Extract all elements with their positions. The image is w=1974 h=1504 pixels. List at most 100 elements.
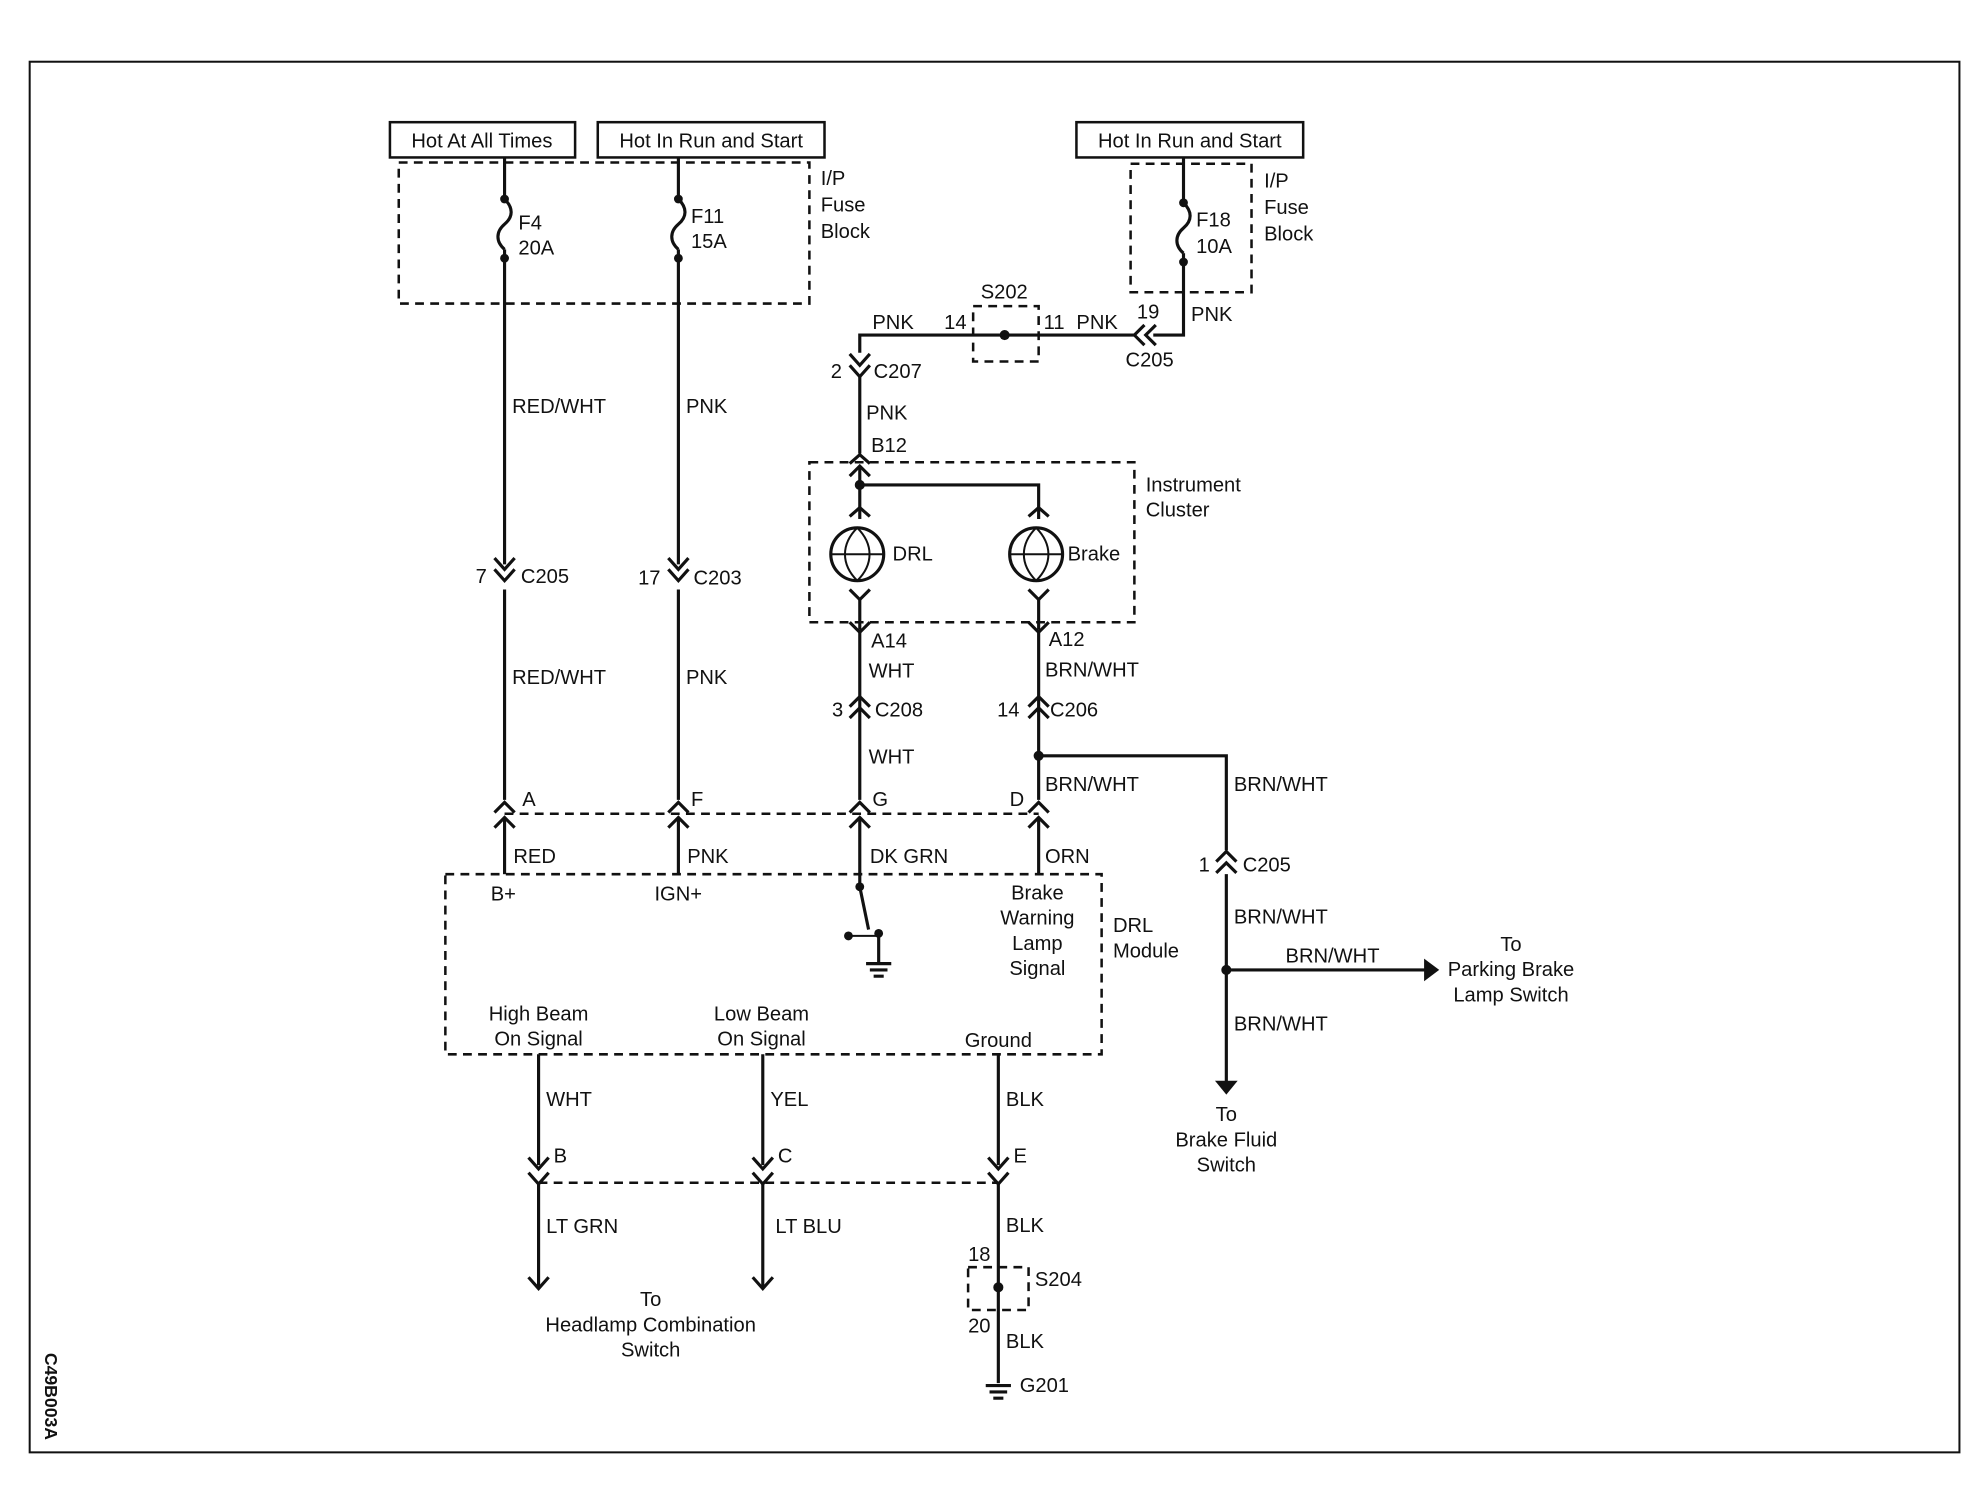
wire-pnk-s202-left: [858, 333, 1005, 353]
wire-pnk-module-label: PNK: [687, 846, 729, 868]
module-brake-label-3: Lamp: [1012, 933, 1062, 955]
pin-c-label: C: [778, 1146, 793, 1168]
ground-icon-internal: [866, 962, 892, 978]
figure-code: C49B003A: [41, 1353, 61, 1440]
connector-c207: [848, 352, 872, 379]
wire-wht-label-upper: WHT: [869, 661, 915, 683]
wire-red-wht-label-lower: RED/WHT: [512, 667, 606, 689]
wire-lt-grn-label: LT GRN: [546, 1216, 618, 1238]
module-low-beam-label-1: Low Beam: [714, 1003, 809, 1025]
pin-11: 11: [1044, 312, 1065, 334]
brake-fluid-label-1: To: [1216, 1104, 1237, 1126]
fuse-f4-rating: 20A: [518, 237, 554, 259]
instrument-cluster-label-1: Instrument: [1146, 474, 1242, 496]
fuse-block-right-label-3: Block: [1264, 224, 1314, 246]
fuse-block-right: [1129, 162, 1253, 294]
wire-blk-label-lower: BLK: [1006, 1331, 1045, 1353]
pin-f-label: F: [691, 789, 703, 811]
parking-brake-label-2: Parking Brake: [1448, 959, 1574, 981]
connector-c208-label: C208: [875, 700, 923, 722]
connector-c205-right: [1215, 849, 1238, 875]
fuse-block-left: [397, 161, 811, 305]
wire-lt-blu-label: LT BLU: [775, 1216, 841, 1238]
header-hot-run-start-left: Hot In Run and Start: [596, 120, 826, 159]
connector-c205-left: [493, 556, 516, 584]
wire-brn-wht-branch: [1038, 754, 1228, 1084]
wire-pnk-f11-label-lower: PNK: [686, 667, 728, 689]
connector-c205-top-label: C205: [1126, 350, 1174, 372]
fuse-f18-rating: 10A: [1196, 236, 1232, 258]
splice-s204-label: S204: [1035, 1269, 1082, 1291]
pin-a: [493, 800, 516, 829]
header-hot-run-start-left-text: Hot In Run and Start: [619, 130, 803, 152]
connector-c203-label: C203: [694, 567, 742, 589]
fuse-f11: [670, 157, 687, 263]
wire-dk-grn-label: DK GRN: [870, 846, 948, 868]
pin-18: 18: [968, 1244, 990, 1266]
wire-pnk-f11-label-upper: PNK: [686, 396, 728, 418]
pin-19: 19: [1137, 302, 1159, 324]
module-high-beam-label-2: On Signal: [494, 1028, 582, 1050]
parking-brake-label-1: To: [1500, 934, 1521, 956]
fuse-f11-rating: 15A: [691, 231, 727, 253]
fuse-f4-label: F4: [518, 212, 542, 234]
pin-d: [1027, 800, 1050, 829]
pin-d-label: D: [1010, 789, 1025, 811]
wire-wht-output-label: WHT: [546, 1089, 592, 1111]
drl-module: [444, 872, 1103, 1056]
header-hot-run-start-right-text: Hot In Run and Start: [1098, 130, 1282, 152]
header-hot-all-times-text: Hot At All Times: [411, 130, 552, 152]
module-bplus-label: B+: [491, 884, 516, 906]
connector-c206: [1027, 694, 1050, 720]
wire-pnk-f18-label: PNK: [1191, 304, 1233, 326]
module-brake-label-4: Signal: [1009, 958, 1065, 980]
brake-fluid-label-2: Brake Fluid: [1175, 1129, 1277, 1151]
wire-brn-wht-label-fluid: BRN/WHT: [1234, 1013, 1328, 1035]
wire-pnk-f18: [1153, 262, 1186, 337]
pin-b-label: B: [554, 1146, 567, 1168]
connector-c203: [667, 556, 690, 584]
module-brake-label-1: Brake: [1011, 882, 1064, 904]
splice-s202-label: S202: [981, 282, 1028, 304]
headlamp-label-3: Switch: [621, 1340, 680, 1362]
module-low-beam-label-2: On Signal: [717, 1028, 805, 1050]
header-hot-all-times: Hot At All Times: [388, 120, 577, 159]
connector-c207-label: C207: [874, 361, 922, 383]
pin-e-label: E: [1013, 1146, 1026, 1168]
wire-brn-wht-branch-label: BRN/WHT: [1234, 774, 1328, 796]
wire-brn-wht-label-parking: BRN/WHT: [1286, 945, 1380, 967]
pin-3: 3: [832, 700, 843, 722]
connector-c206-label: C206: [1050, 700, 1098, 722]
pin-20: 20: [968, 1316, 990, 1338]
pin-g: [848, 800, 871, 829]
splice-s204: [966, 1265, 1030, 1312]
ground-icon-g201: [985, 1384, 1011, 1400]
wire-red-wht-label-upper: RED/WHT: [512, 396, 606, 418]
wire-blk-output-label: BLK: [1006, 1089, 1045, 1111]
brake-lamp-icon: [1008, 526, 1065, 583]
wire-pnk-s202-right-label: PNK: [1076, 312, 1118, 334]
fuse-block-left-label-2: Fuse: [821, 195, 866, 217]
arrow-parking-brake: [1424, 958, 1440, 982]
drl-module-label-2: Module: [1113, 940, 1179, 962]
brake-fluid-label-3: Switch: [1197, 1154, 1256, 1176]
connector-c205-top: [1132, 323, 1157, 347]
fuse-block-left-label-3: Block: [821, 221, 871, 243]
ground-g201-label: G201: [1020, 1375, 1069, 1397]
fuse-block-left-label-1: I/P: [821, 168, 846, 190]
pin-f: [667, 800, 690, 829]
pin-14-c206: 14: [997, 700, 1019, 722]
headlamp-label-2: Headlamp Combination: [545, 1314, 755, 1336]
headlamp-label-1: To: [640, 1289, 661, 1311]
wire-pnk-s202-left-label: PNK: [872, 312, 914, 334]
diagram-border: [28, 60, 1961, 1454]
fuse-block-right-label-1: I/P: [1264, 171, 1289, 193]
module-ground-label: Ground: [965, 1030, 1032, 1052]
fuse-block-right-label-2: Fuse: [1264, 197, 1309, 219]
module-brake-label-2: Warning: [1000, 908, 1074, 930]
brake-lamp-label: Brake: [1068, 544, 1121, 566]
module-ign-label: IGN+: [654, 884, 702, 906]
wire-yel-output-label: YEL: [770, 1089, 808, 1111]
parking-brake-label-3: Lamp Switch: [1453, 984, 1568, 1006]
